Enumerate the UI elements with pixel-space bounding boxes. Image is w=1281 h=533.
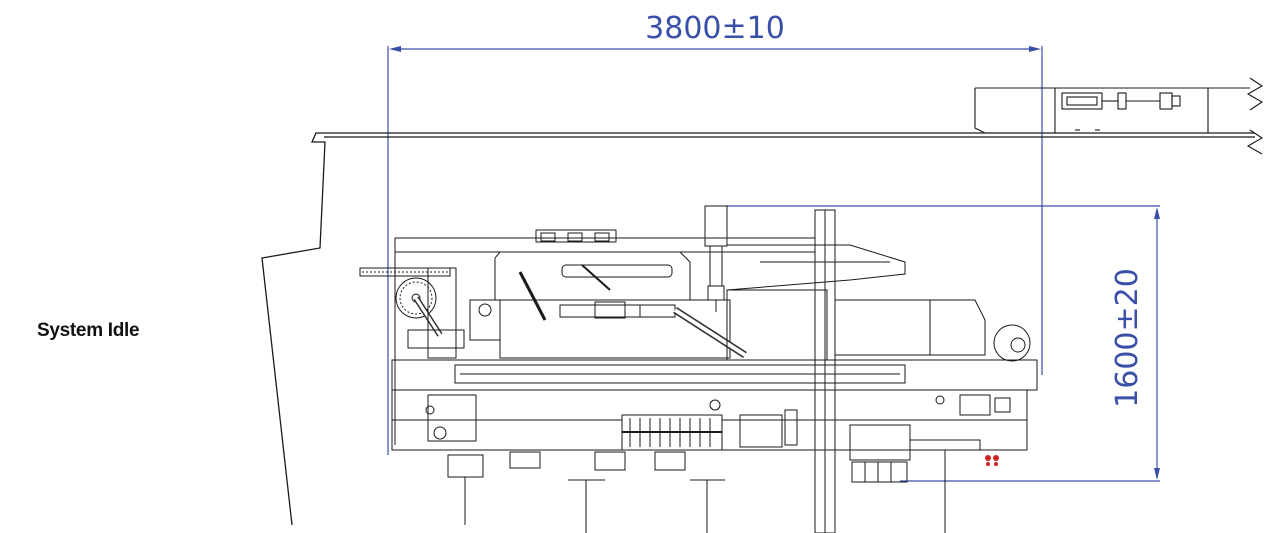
system-status-label: System Idle [37,320,140,341]
red-indicators [985,455,999,466]
dimension-width [387,46,1043,455]
wall-outline [261,132,1255,526]
width-dimension-label: 3800±10 [645,11,785,46]
dimension-height [725,205,1160,482]
machine-body [359,205,1038,533]
height-dimension-label: 1600±20 [1110,268,1145,408]
upper-conveyor [974,77,1264,155]
